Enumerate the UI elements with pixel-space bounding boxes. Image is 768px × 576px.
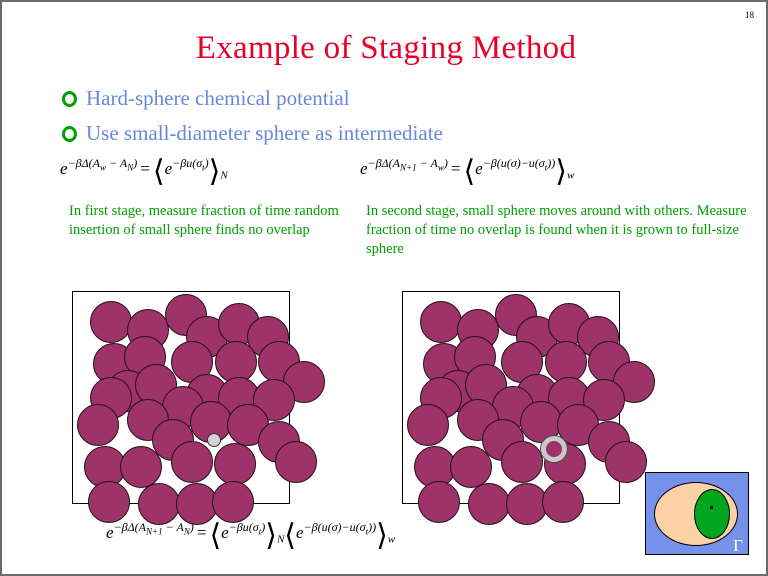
eq-right-rhs-base: e	[475, 159, 483, 178]
eq-left-relation: =	[140, 159, 150, 178]
page-number: 18	[745, 10, 754, 20]
eq-bottom-base: e	[106, 523, 114, 542]
eq-right-ensemble-subscript: w	[566, 169, 575, 182]
eq-left-exponent: −βΔ(Aw − AN)	[67, 156, 138, 173]
eq-bottom-factor2-subscript: w	[387, 533, 396, 546]
eq-bottom-factor1-exponent: −βu(σt)	[228, 520, 266, 537]
bullet-circle-icon	[62, 90, 77, 107]
presentation-logo: Γ	[645, 472, 749, 555]
angle-bracket-close-icon: ⟩	[208, 154, 221, 189]
equation-second-stage: e−βΔ(AN+1 − Aw)=⟨e−β(u(σ)−u(σt))⟩w	[360, 154, 574, 189]
eq-right-exponent: −βΔ(AN+1 − Aw)	[367, 156, 448, 173]
angle-bracket-open-icon: ⟨	[209, 518, 222, 553]
eq-left-rhs-base: e	[164, 159, 173, 178]
eq-left-base: e	[60, 159, 68, 178]
bullet-item-2: Use small-diameter sphere as intermediat…	[62, 121, 443, 146]
angle-bracket-close-icon: ⟩	[376, 518, 388, 553]
equation-first-stage: e−βΔ(Aw − AN)=⟨e−βu(σt)⟩N	[60, 154, 228, 189]
logo-corner-mark: Γ	[733, 536, 743, 555]
eq-bottom-factor2-exponent: −β(u(σ)−u(σt))	[303, 520, 377, 537]
eq-left-ensemble-subscript: N	[220, 169, 228, 182]
eq-bottom-exponent: −βΔ(AN+1 − AN)	[113, 520, 194, 537]
logo-dot-icon	[710, 506, 713, 509]
eq-bottom-factor1-subscript: N	[276, 533, 285, 546]
logo-inner-ellipse-icon	[694, 489, 730, 539]
eq-right-base: e	[360, 159, 368, 178]
first-stage-simulation-box	[72, 291, 290, 504]
bullet-circle-icon	[62, 125, 77, 142]
angle-bracket-close-icon: ⟩	[555, 154, 567, 189]
bullet-item-1: Hard-sphere chemical potential	[62, 86, 350, 111]
eq-right-relation: =	[450, 159, 461, 178]
equation-combined: e−βΔ(AN+1 − AN)=⟨e−βu(σt)⟩N⟨e−β(u(σ)−u(σ…	[106, 518, 395, 553]
angle-bracket-open-icon: ⟨	[284, 518, 296, 553]
angle-bracket-open-icon: ⟨	[463, 154, 476, 189]
page-title: Example of Staging Method	[195, 30, 577, 66]
eq-left-rhs-exponent: −βu(σt)	[172, 156, 209, 173]
second-stage-simulation-box	[402, 291, 620, 504]
angle-bracket-close-icon: ⟩	[265, 518, 277, 553]
eq-bottom-factor2-base: e	[296, 523, 304, 542]
eq-right-rhs-exponent: −β(u(σ)−u(σt))	[482, 156, 556, 173]
eq-bottom-factor1-base: e	[221, 523, 229, 542]
caption-second-stage: In second stage, small sphere moves arou…	[366, 203, 747, 257]
caption-first-stage: In first stage, measure fraction of time…	[69, 203, 339, 238]
bullet-item-1-label: Hard-sphere chemical potential	[86, 86, 350, 110]
eq-bottom-relation: =	[196, 523, 207, 542]
bullet-item-2-label: Use small-diameter sphere as intermediat…	[86, 121, 443, 145]
angle-bracket-open-icon: ⟨	[152, 154, 165, 189]
